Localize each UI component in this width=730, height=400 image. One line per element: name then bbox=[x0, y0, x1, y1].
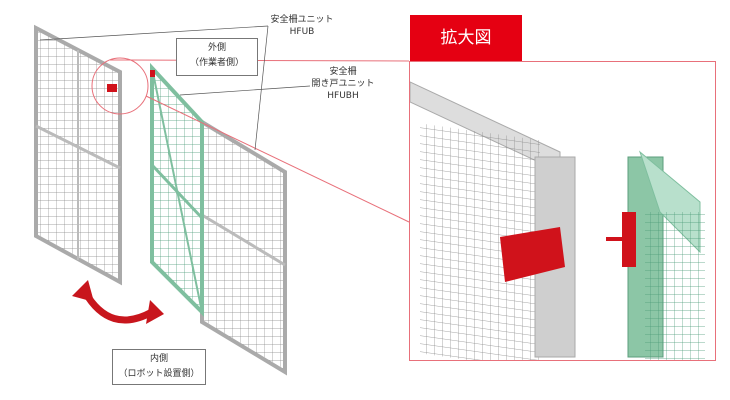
switch-key bbox=[107, 84, 117, 92]
fence-panel-right bbox=[200, 118, 287, 376]
switch-key-zoomed bbox=[500, 227, 565, 282]
outer-side-label: 外側（作業者側） bbox=[176, 38, 258, 76]
switch-actuator-zoomed bbox=[622, 212, 636, 267]
callout-circle bbox=[91, 57, 149, 115]
swing-arrow-icon bbox=[81, 290, 154, 324]
zoom-view bbox=[409, 61, 716, 361]
door-panel bbox=[150, 62, 204, 317]
switch-actuator bbox=[150, 70, 155, 77]
inner-side-label: 内側（ロボット設置側） bbox=[112, 349, 206, 385]
zoom-title: 拡大図 bbox=[410, 15, 522, 61]
fence-panel-left bbox=[34, 24, 122, 286]
